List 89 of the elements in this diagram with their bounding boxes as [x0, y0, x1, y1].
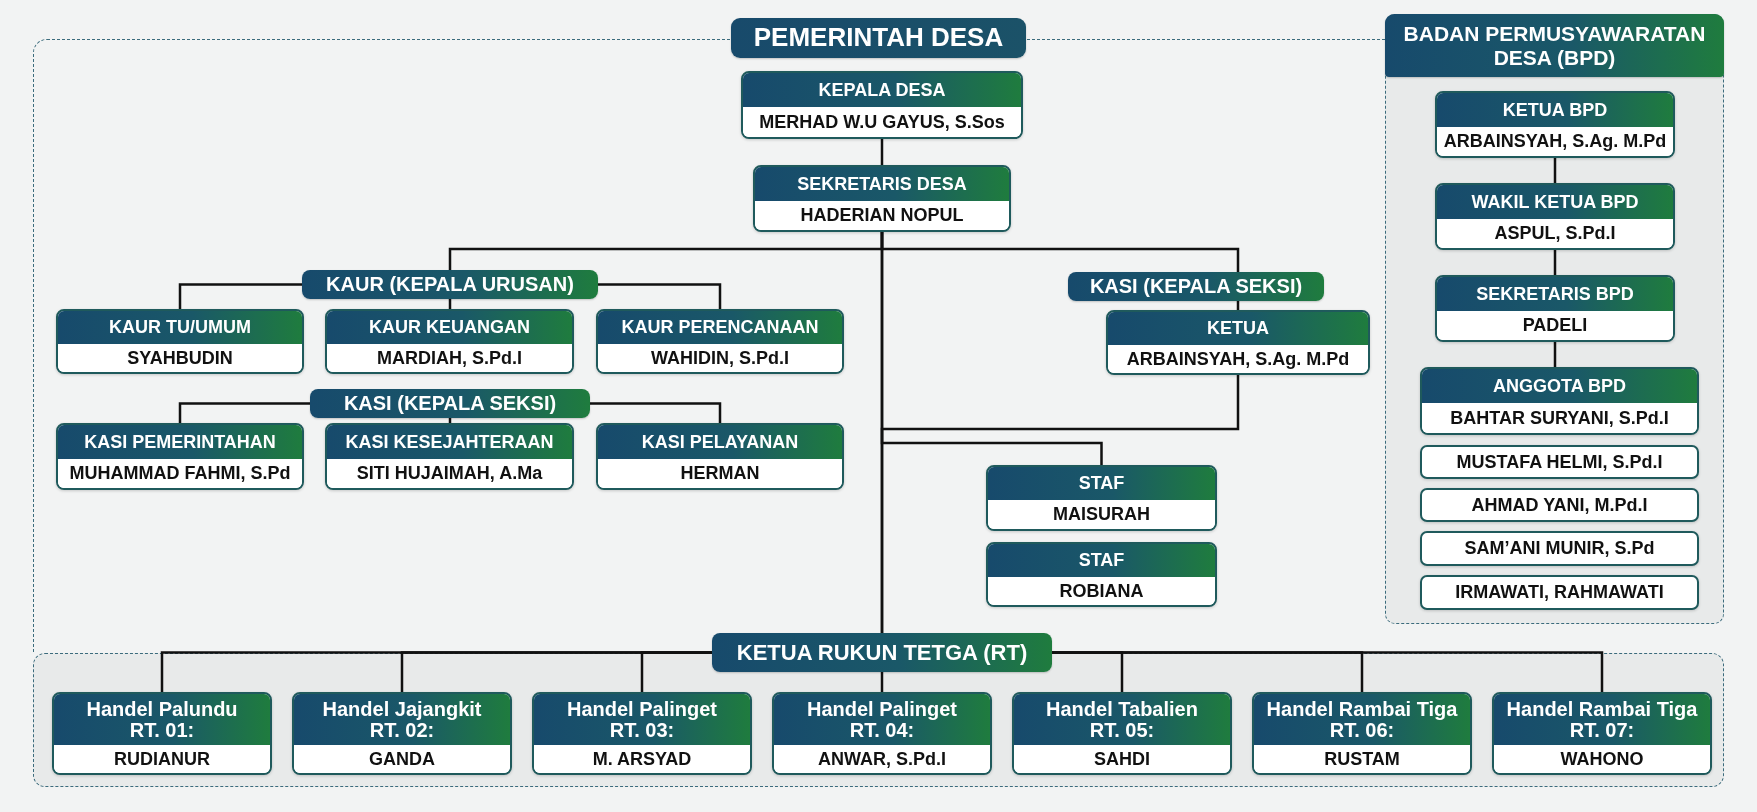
member-name: MUSTAFA HELMI, S.Pd.I	[1420, 445, 1699, 479]
org-card	[1106, 310, 1370, 375]
connector-line	[1052, 651, 1604, 692]
connector-line	[178, 283, 302, 309]
role-title: KASI PELAYANAN	[598, 425, 842, 459]
org-card	[753, 165, 1011, 232]
connector-line	[178, 402, 310, 423]
org-card	[1492, 692, 1712, 775]
org-card	[1012, 692, 1232, 775]
role-title: Handel Rambai Tiga RT. 07:	[1494, 694, 1710, 745]
role-title: Handel Jajangkit RT. 02:	[294, 694, 510, 745]
org-card	[986, 465, 1217, 531]
role-title: Handel Rambai Tiga RT. 06:	[1254, 694, 1470, 745]
org-card	[1435, 183, 1675, 250]
role-title: KASI KESEJAHTERAAN	[327, 425, 572, 459]
section-heading: KASI (KEPALA SEKSI)	[310, 389, 590, 418]
org-card	[56, 309, 304, 374]
member-name: IRMAWATI, RAHMAWATI	[1420, 575, 1699, 610]
dashed-group-panel	[1385, 14, 1724, 624]
connector-line	[1553, 250, 1557, 275]
person-name: MAISURAH	[988, 500, 1215, 529]
org-card	[986, 542, 1217, 607]
person-name: SYAHBUDIN	[58, 344, 302, 372]
org-card	[596, 309, 844, 374]
role-title: KAUR KEUANGAN	[327, 311, 572, 344]
person-name: SITI HUJAIMAH, A.Ma	[327, 459, 572, 488]
person-name: HADERIAN NOPUL	[755, 201, 1009, 230]
person-name: SAHDI	[1014, 745, 1230, 773]
org-card	[1435, 91, 1675, 158]
member-name: SAM’ANI MUNIR, S.Pd	[1420, 531, 1699, 566]
role-title: KEPALA DESA	[743, 73, 1021, 107]
role-title: Handel Palinget RT. 04:	[774, 694, 990, 745]
org-card	[325, 423, 574, 490]
person-name: ARBAINSYAH, S.Ag. M.Pd	[1437, 127, 1673, 156]
person-name: HERMAN	[598, 459, 842, 488]
person-name: MERHAD W.U GAYUS, S.Sos	[743, 107, 1021, 137]
org-card	[292, 692, 512, 775]
person-name: WAHONO	[1494, 745, 1710, 773]
org-card	[56, 423, 304, 490]
panel-heading: BADAN PERMUSYAWARATAN DESA (BPD)	[1385, 14, 1724, 77]
person-name: BAHTAR SURYANI, S.Pd.I	[1422, 403, 1697, 433]
role-title: KAUR TU/UMUM	[58, 311, 302, 344]
org-card	[772, 692, 992, 775]
role-title: KASI PEMERINTAHAN	[58, 425, 302, 459]
person-name: PADELI	[1437, 311, 1673, 340]
org-card	[596, 423, 844, 490]
org-card	[1420, 367, 1699, 435]
org-card	[532, 692, 752, 775]
org-card	[325, 309, 574, 374]
member-name: AHMAD YANI, M.Pd.I	[1420, 488, 1699, 522]
role-title: Handel Tabalien RT. 05:	[1014, 694, 1230, 745]
role-title: KAUR PERENCANAAN	[598, 311, 842, 344]
section-heading: KETUA RUKUN TETGA (RT)	[712, 633, 1052, 672]
connector-line	[640, 651, 712, 692]
person-name: RUSTAM	[1254, 745, 1470, 773]
role-title: WAKIL KETUA BPD	[1437, 185, 1673, 219]
person-name: GANDA	[294, 745, 510, 773]
section-heading: KASI (KEPALA SEKSI)	[1068, 272, 1324, 301]
role-title: ANGGOTA BPD	[1422, 369, 1697, 403]
role-title: Handel Palinget RT. 03:	[534, 694, 750, 745]
person-name: ANWAR, S.Pd.I	[774, 745, 990, 773]
connector-line	[880, 139, 884, 165]
connector-line	[598, 283, 722, 309]
person-name: ROBIANA	[988, 577, 1215, 605]
section-heading: KAUR (KEPALA URUSAN)	[302, 270, 598, 299]
panel-heading: PEMERINTAH DESA	[731, 18, 1026, 58]
person-name: RUDIANUR	[54, 745, 270, 773]
connector-line	[1553, 158, 1557, 183]
connector-line	[880, 672, 884, 692]
person-name: ARBAINSYAH, S.Ag. M.Pd	[1108, 345, 1368, 373]
connector-line	[590, 402, 722, 423]
role-title: KETUA BPD	[1437, 93, 1673, 127]
role-title: SEKRETARIS BPD	[1437, 277, 1673, 311]
person-name: MUHAMMAD FAHMI, S.Pd	[58, 459, 302, 488]
org-card	[52, 692, 272, 775]
person-name: M. ARSYAD	[534, 745, 750, 773]
person-name: ASPUL, S.Pd.I	[1437, 219, 1673, 248]
role-title: Handel Palundu RT. 01:	[54, 694, 270, 745]
role-title: STAF	[988, 467, 1215, 500]
org-card	[741, 71, 1023, 139]
connector-line	[880, 232, 884, 633]
person-name: MARDIAH, S.Pd.I	[327, 344, 572, 372]
role-title: KETUA	[1108, 312, 1368, 345]
role-title: STAF	[988, 544, 1215, 577]
org-card	[1252, 692, 1472, 775]
person-name: WAHIDIN, S.Pd.I	[598, 344, 842, 372]
connector-line	[1553, 342, 1557, 367]
org-card	[1435, 275, 1675, 342]
role-title: SEKRETARIS DESA	[755, 167, 1009, 201]
